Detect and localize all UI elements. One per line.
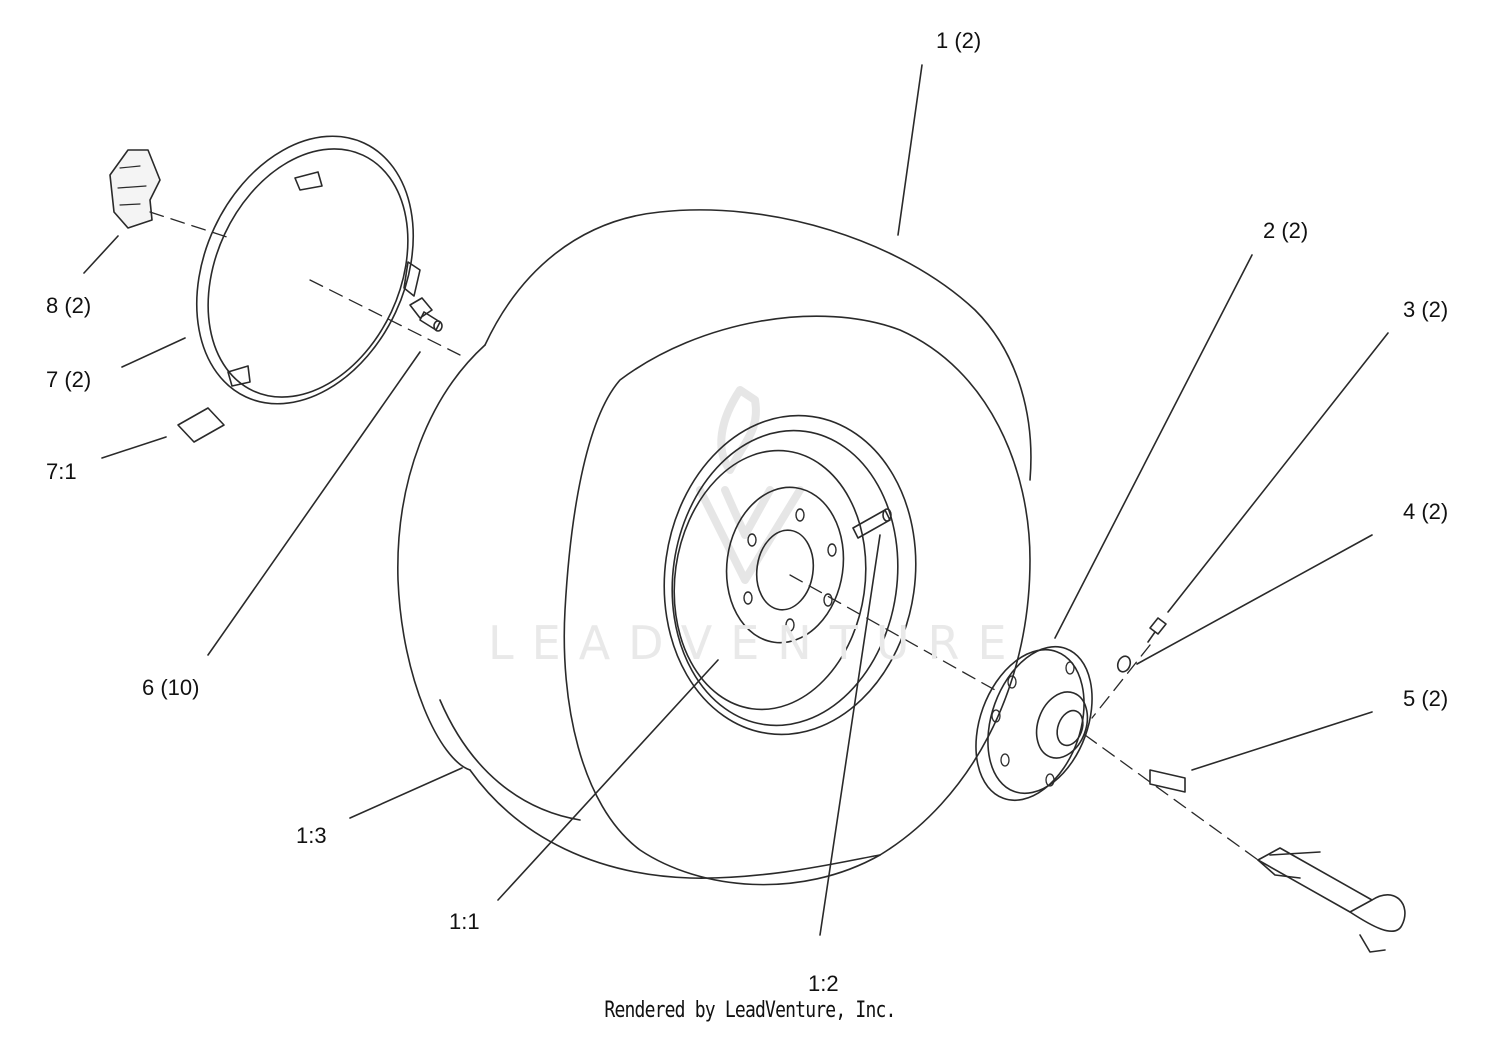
set-screw — [1147, 617, 1167, 643]
render-credit: Rendered by LeadVenture, Inc. — [604, 998, 896, 1023]
valve-stem — [852, 508, 892, 539]
leader-5 — [1191, 711, 1373, 771]
tire-sidewall-line — [439, 699, 581, 821]
hub-flange — [975, 648, 1085, 802]
hub-boss — [1035, 691, 1089, 759]
rim-lip — [673, 449, 867, 711]
leader-6 — [207, 351, 421, 656]
callout-7-1: 7:1 — [46, 459, 77, 484]
rim-center-bore — [755, 529, 815, 611]
leader-8 — [83, 235, 119, 274]
callout-1: 1 (2) — [936, 28, 982, 53]
ring-tab-bottom — [227, 365, 251, 387]
label-decal — [177, 407, 225, 443]
leader-3 — [1167, 332, 1389, 613]
ring-tab-right — [403, 261, 421, 297]
rim-bolt-holes — [743, 508, 837, 632]
leader-1 — [897, 64, 923, 236]
wheel-cover-ring — [195, 135, 421, 405]
rim-outer — [663, 414, 917, 736]
assembly-centerline — [149, 211, 1259, 861]
callout-1-1: 1:1 — [449, 909, 480, 934]
leader-1-1 — [497, 659, 719, 901]
axle-shaft — [1257, 847, 1406, 953]
callout-1-2: 1:2 — [808, 971, 839, 996]
ring-outer — [195, 135, 415, 405]
ring-inner — [207, 148, 409, 398]
callout-3: 3 (2) — [1403, 297, 1449, 322]
tire-front-face — [563, 315, 1031, 886]
tire-left-edge — [397, 344, 486, 771]
wheel-hub — [975, 645, 1093, 802]
tire-back-outline — [640, 209, 1031, 478]
emblem-decal — [109, 149, 161, 229]
tire — [397, 209, 1032, 886]
leader-7 — [121, 337, 186, 368]
callout-6: 6 (10) — [142, 675, 200, 700]
lug-bolt — [409, 297, 443, 332]
watermark-logo — [696, 386, 804, 584]
ring-tab-top — [294, 171, 323, 191]
washer — [1116, 655, 1132, 673]
leader-4 — [1136, 534, 1373, 665]
leader-2 — [1054, 254, 1253, 639]
callout-7: 7 (2) — [46, 367, 92, 392]
hub-flange-back — [987, 645, 1093, 795]
leader-7-1 — [101, 436, 167, 459]
watermark-text: LEADVENTURE — [488, 616, 1025, 670]
hub-bore — [1056, 709, 1084, 747]
hub-bolt-holes — [991, 661, 1075, 787]
leader-lines — [83, 64, 1389, 936]
leader-1-2 — [819, 534, 881, 936]
callout-4: 4 (2) — [1403, 499, 1449, 524]
tire-bottom-sweep — [469, 769, 881, 879]
callout-2: 2 (2) — [1263, 218, 1309, 243]
rim — [663, 414, 917, 736]
rim-hub-plate — [725, 486, 845, 644]
callout-1-3: 1:3 — [296, 823, 327, 848]
rim-outer-2 — [671, 429, 899, 727]
tire-top-edge — [484, 209, 1032, 481]
callout-5: 5 (2) — [1403, 686, 1449, 711]
callout-8: 8 (2) — [46, 293, 92, 318]
leader-1-3 — [349, 767, 463, 819]
shaft-key — [1149, 769, 1186, 793]
